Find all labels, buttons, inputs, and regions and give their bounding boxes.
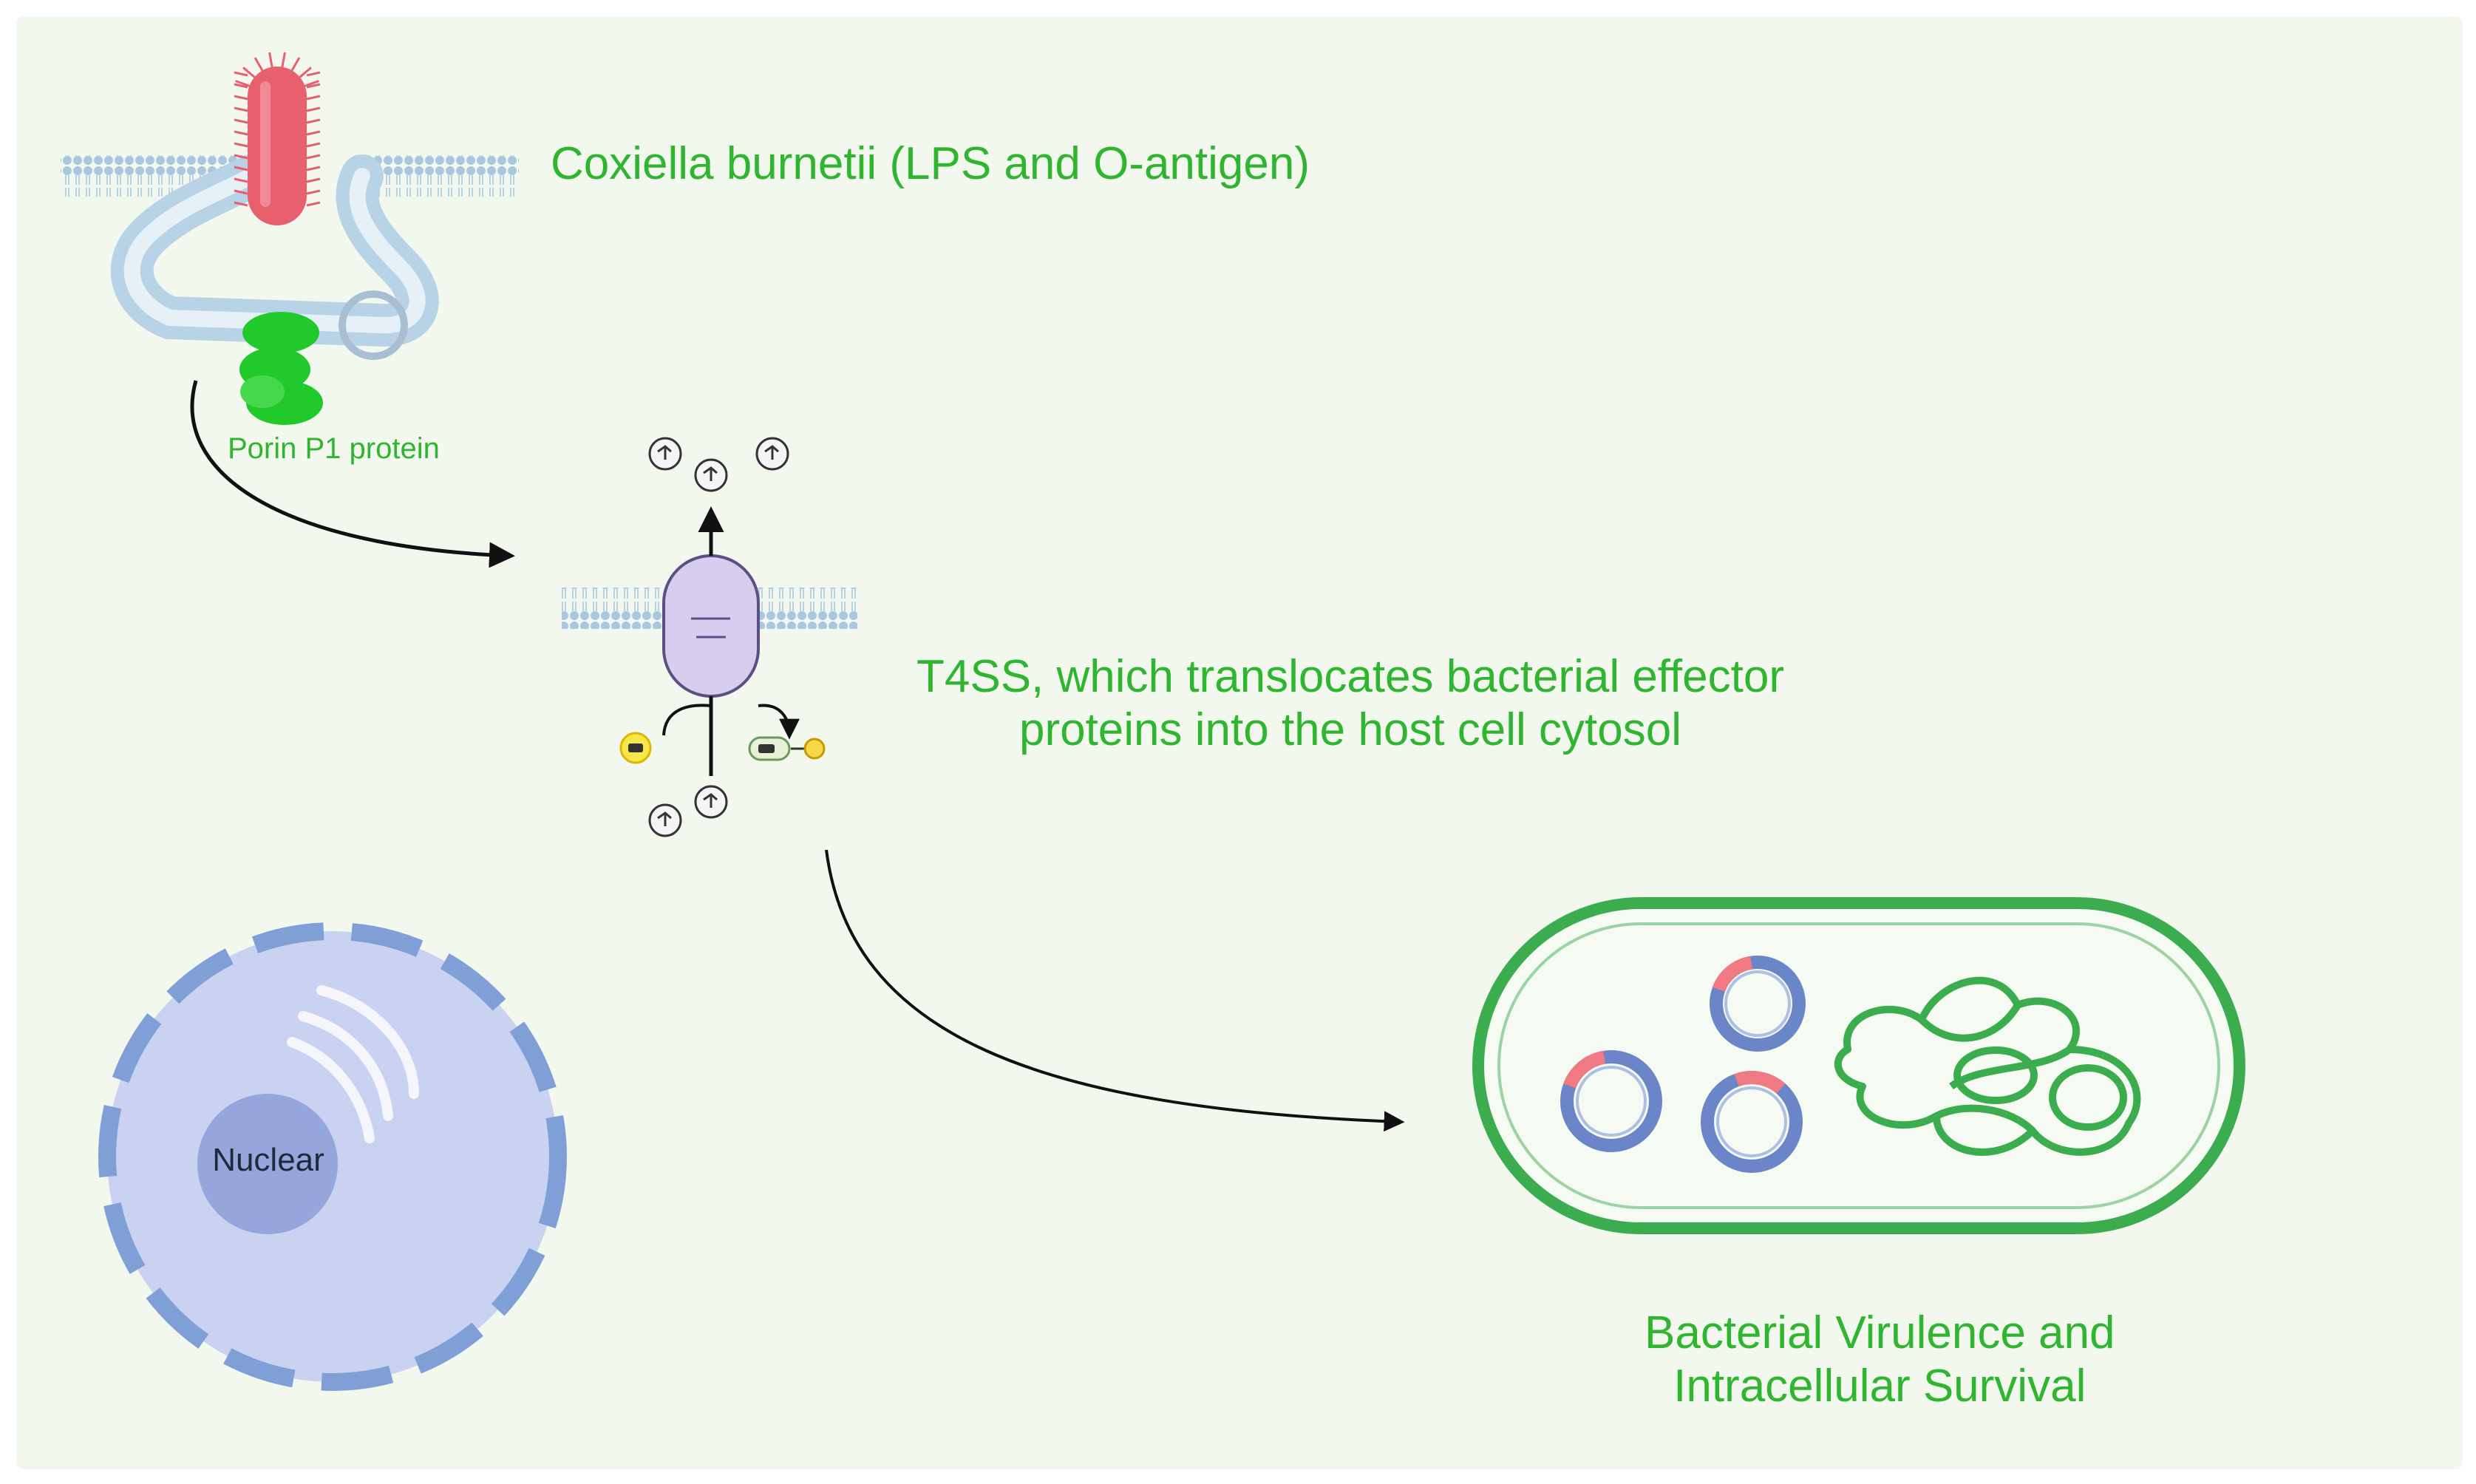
bacterium-spike xyxy=(242,67,256,78)
effector-molecule-icon xyxy=(694,785,728,819)
golgi-icon xyxy=(287,985,419,1143)
bacterium-spike xyxy=(306,130,321,136)
bacterium-spike xyxy=(306,154,321,160)
atp-burst-icon xyxy=(619,732,652,764)
bacterium-spike xyxy=(234,130,248,136)
bacterium-spike xyxy=(234,177,248,183)
cell-membrane-dashed xyxy=(98,922,567,1391)
porin-protein-icon xyxy=(239,312,323,425)
arrow-pump-to-bacterium xyxy=(825,849,1405,1132)
outcome-label: Bacterial Virulence and Intracellular Su… xyxy=(1645,1307,2115,1413)
bacterium-spike xyxy=(306,189,321,195)
bacterium-spike xyxy=(290,57,301,72)
bacterium-spike xyxy=(254,57,264,72)
bacterium-spike xyxy=(234,142,248,148)
t4ss-label-line1: T4SS, which translocates bacterial effec… xyxy=(916,651,1784,702)
bacterium-spike xyxy=(234,83,248,89)
effector-molecule-icon xyxy=(648,803,682,837)
nucleus xyxy=(197,1094,338,1234)
membrane-vesicle xyxy=(339,290,408,360)
chromosome-icon xyxy=(1834,976,2141,1156)
bacterium-spike xyxy=(234,95,248,101)
bacterium-spike xyxy=(299,67,312,78)
bacterium-spike xyxy=(306,142,321,148)
bacterium-spike xyxy=(306,166,321,171)
bacterium-spike xyxy=(306,177,321,183)
t4ss-label: T4SS, which translocates bacterial effec… xyxy=(916,650,1784,757)
bacterium-spike xyxy=(234,106,248,112)
effector-molecule-icon xyxy=(694,458,728,492)
bacterium-spike xyxy=(234,118,248,124)
bacterium-body xyxy=(248,67,307,225)
bacterium-spike xyxy=(234,201,248,207)
bacterial-inner-membrane xyxy=(1497,922,2220,1209)
nucleus-label: Nuclear xyxy=(212,1142,324,1178)
bacterium-spike xyxy=(306,106,321,112)
rod-bacterium-icon xyxy=(234,52,321,225)
bacterium-spike xyxy=(305,80,319,87)
arrow-porin-to-pump xyxy=(190,380,515,568)
effector-molecule-icon xyxy=(648,437,682,471)
bacterium-spike xyxy=(306,95,321,101)
host-cell-icon xyxy=(98,922,567,1391)
bacterium-spike xyxy=(234,154,248,160)
adp-phosphate-icon xyxy=(748,736,826,761)
outcome-label-line2: Intracellular Survival xyxy=(1673,1361,2086,1412)
bacterium-spike xyxy=(306,83,321,89)
coxiella-label: Coxiella burnetii (LPS and O-antigen) xyxy=(551,138,1310,189)
bacterial-cell xyxy=(1472,897,2245,1234)
bacterium-highlight xyxy=(260,81,271,207)
outcome-label-line1: Bacterial Virulence and xyxy=(1645,1307,2115,1358)
bacterium-spike xyxy=(306,118,321,124)
effector-molecule-icon xyxy=(755,437,789,471)
effector-molecules xyxy=(619,437,826,837)
bacterium-spike xyxy=(306,71,321,77)
bacterium-spike xyxy=(234,71,248,77)
bacterium-spike xyxy=(268,52,273,67)
bacterium-spike xyxy=(234,189,248,195)
t4ss-label-line2: proteins into the host cell cytosol xyxy=(1018,704,1682,755)
plasmid-icon xyxy=(1701,1070,1803,1173)
bacterium-spike xyxy=(235,80,250,87)
protein-pump-icon xyxy=(662,554,760,698)
pump-right-hook xyxy=(758,704,800,740)
pump-left-hook xyxy=(662,704,712,736)
bacterium-spike xyxy=(281,52,286,67)
porin-label: Porin P1 protein xyxy=(228,432,440,465)
plasmid-icon xyxy=(1710,956,1806,1052)
plasmid-icon xyxy=(1560,1050,1662,1152)
bacterium-spike xyxy=(234,166,248,171)
bacterium-spike xyxy=(306,201,321,207)
